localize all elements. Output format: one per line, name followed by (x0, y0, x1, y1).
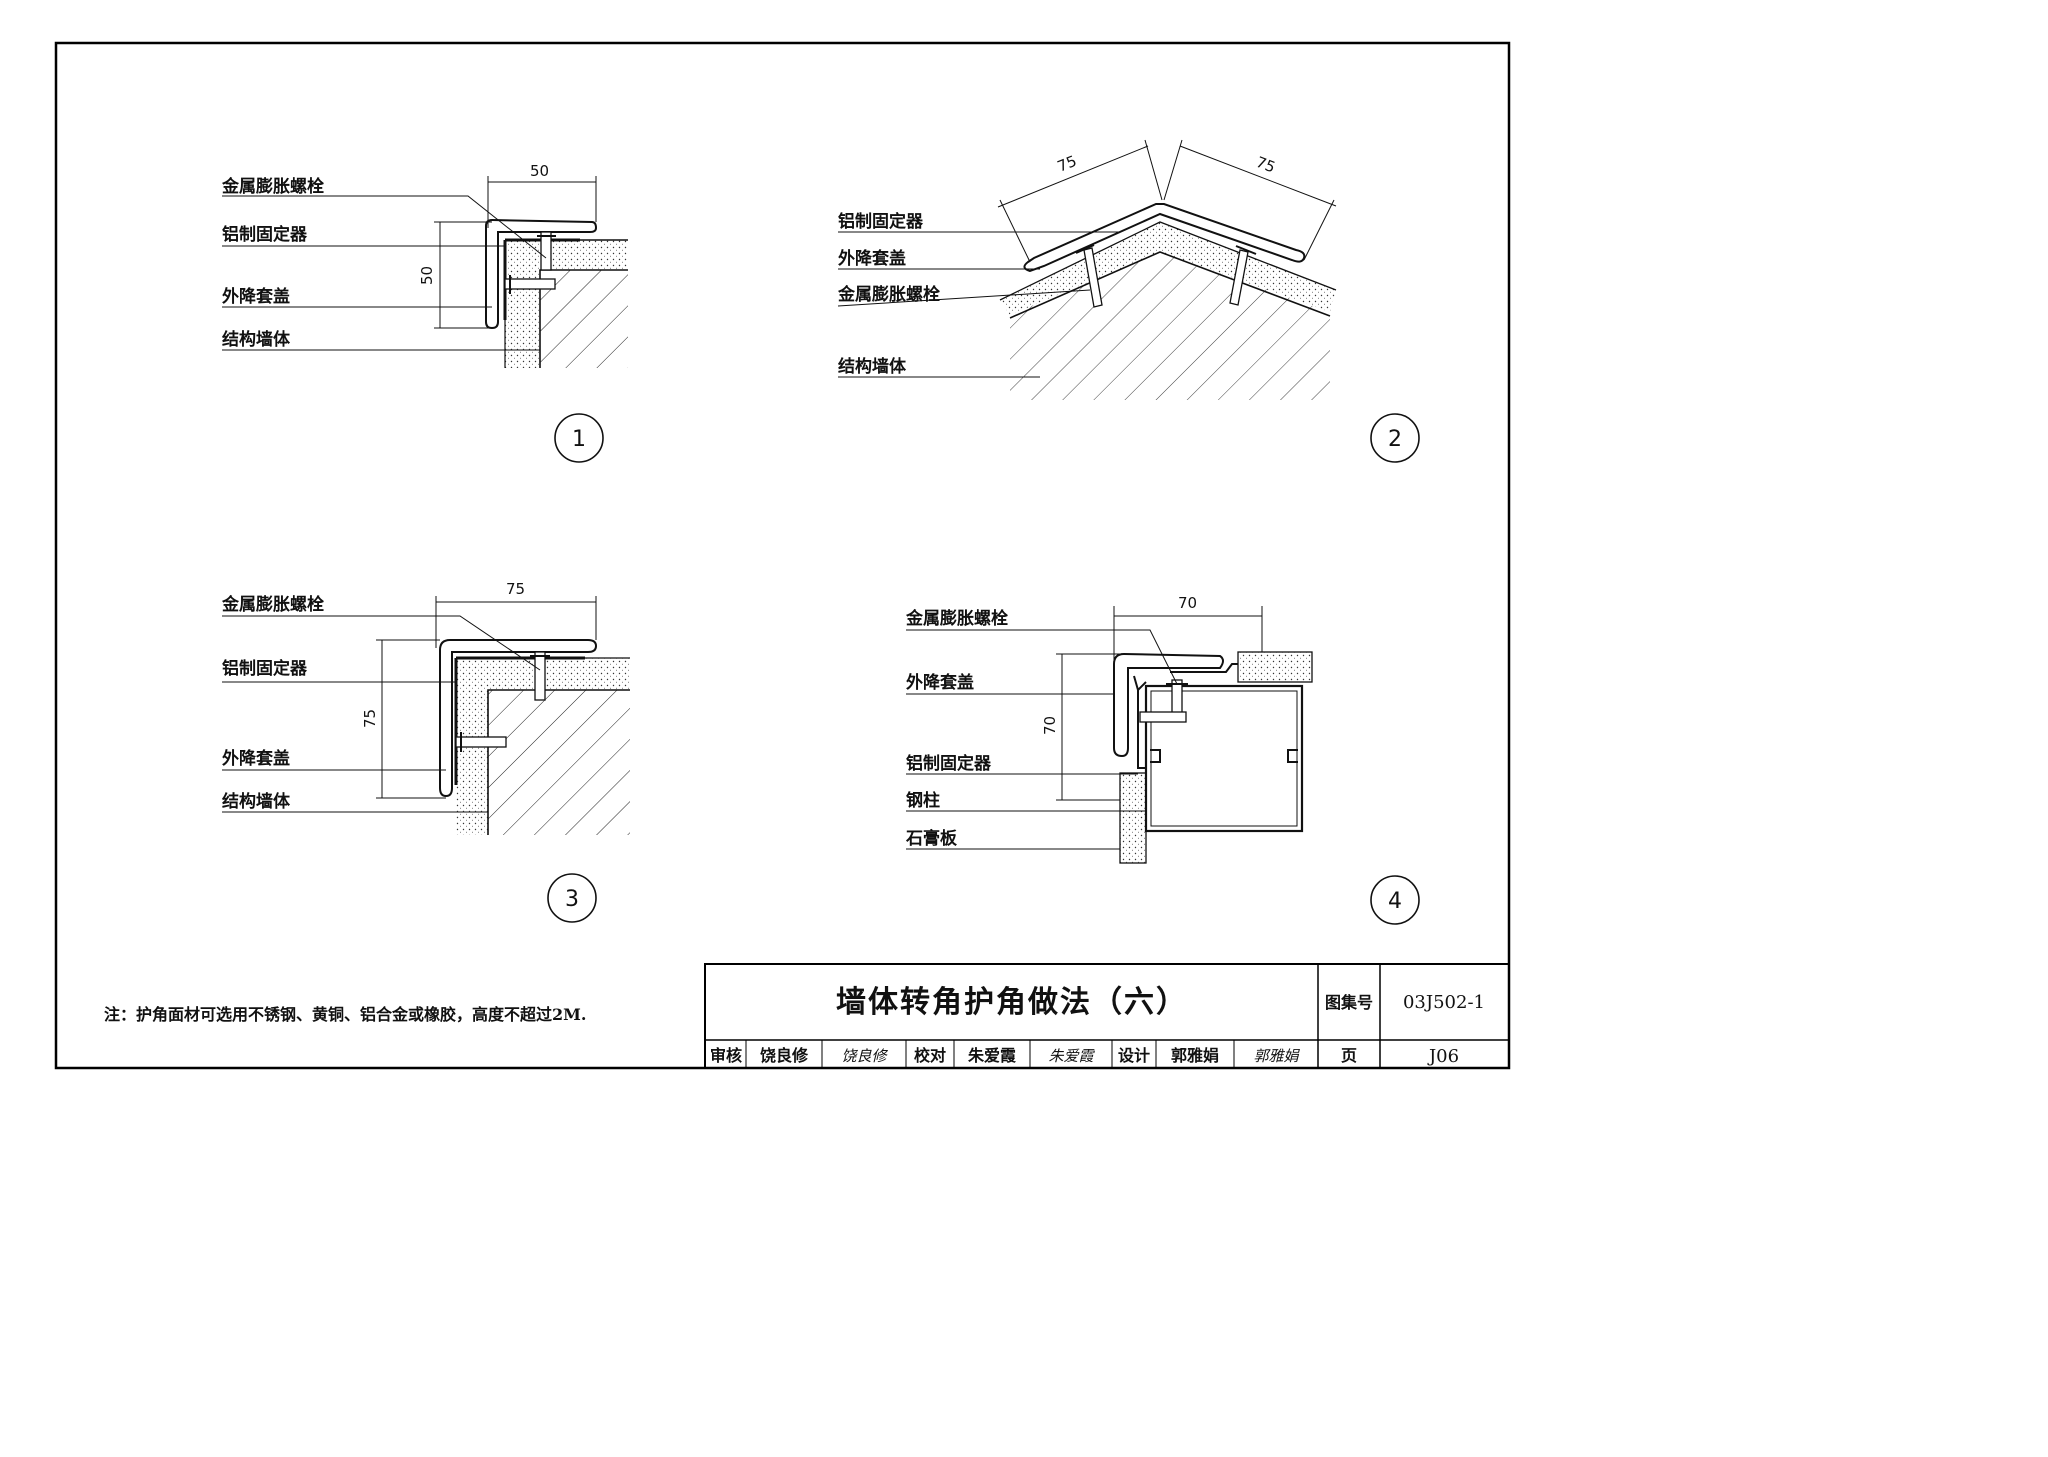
detail-number: 2 (1388, 427, 1402, 452)
dimension-text: 70 (1178, 594, 1197, 612)
designer-signature: 郭雅娟 (1253, 1047, 1300, 1065)
label-bolt: 金属膨胀螺栓 (905, 608, 1008, 629)
label-cover: 外降套盖 (838, 248, 906, 269)
bolt-icon (1075, 244, 1103, 308)
dimension-text: 75 (1055, 152, 1079, 176)
label-wall: 结构墙体 (222, 329, 291, 350)
review-label: 审核 (710, 1046, 742, 1065)
drawing-sheet: 50 50 金属膨胀螺栓 铝制固定器 外降套盖 结构墙体 1 (54, 41, 1511, 1070)
cover-profile (1113, 652, 1224, 758)
label-fixer: 铝制固定器 (838, 211, 924, 232)
plaster-layer (1000, 222, 1336, 315)
detail-number: 1 (572, 427, 586, 452)
gypsum-board (1237, 651, 1313, 683)
label-fixer: 铝制固定器 (222, 224, 308, 245)
label-cover: 外降套盖 (906, 672, 974, 693)
checker-signature: 朱爱霞 (1048, 1047, 1095, 1065)
fixer-profile (454, 656, 585, 785)
dimension-text: 70 (1041, 716, 1059, 735)
atlas-label: 图集号 (1325, 993, 1373, 1012)
drawing-title: 墙体转角护角做法（六） (836, 985, 1188, 1020)
label-wall: 结构墙体 (838, 356, 907, 377)
dimension-text: 50 (418, 266, 436, 285)
cover-profile (439, 639, 598, 798)
label-fixer: 铝制固定器 (222, 658, 308, 679)
plaster-layer (505, 240, 628, 368)
check-label: 校对 (914, 1046, 946, 1065)
structural-wall (488, 690, 630, 835)
bolt-icon (504, 275, 556, 294)
detail-3: 75 75 金属膨胀螺栓 铝制固定器 外降套盖 结构墙体 3 (221, 580, 630, 923)
label-gypsum: 石膏板 (905, 828, 958, 849)
detail-number: 4 (1388, 889, 1402, 914)
detail-2: 75 75 铝制固定器 外降套盖 金属膨胀螺栓 结构墙体 2 (837, 139, 1420, 463)
label-fixer: 铝制固定器 (906, 753, 992, 774)
dimension-text: 75 (506, 580, 525, 598)
label-wall: 结构墙体 (222, 791, 291, 812)
detail-number-badge (554, 413, 604, 463)
detail-number-badge (1370, 875, 1420, 925)
label-bolt: 金属膨胀螺栓 (221, 594, 324, 615)
bolt-icon (455, 732, 507, 752)
detail-number-badge (547, 873, 597, 923)
cover-profile (1023, 203, 1306, 273)
plaster-layer (456, 658, 630, 835)
reviewer-name: 饶良修 (760, 1046, 809, 1065)
drawing-canvas: 50 50 金属膨胀螺栓 铝制固定器 外降套盖 结构墙体 1 (54, 41, 1511, 1070)
page-label: 页 (1341, 1046, 1357, 1065)
label-bolt: 金属膨胀螺栓 (837, 284, 940, 305)
title-block: 墙体转角护角做法（六） 图集号 03J502-1 页 J06 审核 饶良修 饶良… (704, 963, 1510, 1069)
bolt-icon (537, 231, 556, 271)
detail-1: 50 50 金属膨胀螺栓 铝制固定器 外降套盖 结构墙体 1 (221, 162, 628, 463)
label-cover: 外降套盖 (222, 748, 290, 769)
bolt-icon (1139, 711, 1187, 723)
bolt-icon (530, 651, 550, 701)
detail-number: 3 (565, 887, 579, 912)
gypsum-board (1119, 772, 1147, 864)
structural-wall (1010, 252, 1330, 400)
page-number: J06 (1427, 1046, 1459, 1067)
dimension-text: 50 (530, 162, 549, 180)
checker-name: 朱爱霞 (968, 1046, 1017, 1065)
design-label: 设计 (1118, 1046, 1150, 1065)
dimension-text: 75 (361, 709, 379, 728)
designer-name: 郭雅娟 (1171, 1046, 1219, 1065)
bolt-icon (1229, 245, 1257, 306)
label-cover: 外降套盖 (222, 286, 290, 307)
reviewer-signature: 饶良修 (841, 1047, 888, 1065)
fixer-profile (1133, 663, 1238, 769)
footnote: 注：护角面材可选用不锈钢、黄铜、铝合金或橡胶，高度不超过2M. (104, 1005, 586, 1024)
cover-profile (485, 218, 598, 330)
dimension-text: 75 (1254, 153, 1278, 177)
atlas-number: 03J502-1 (1403, 992, 1485, 1013)
detail-number-badge (1370, 413, 1420, 463)
detail-4: 70 70 金属膨胀螺栓 外降套盖 铝制固定器 钢柱 石膏板 4 (905, 594, 1420, 925)
label-column: 钢柱 (906, 790, 940, 811)
label-bolt: 金属膨胀螺栓 (221, 176, 324, 197)
steel-column (1144, 684, 1304, 833)
structural-wall (540, 270, 628, 368)
